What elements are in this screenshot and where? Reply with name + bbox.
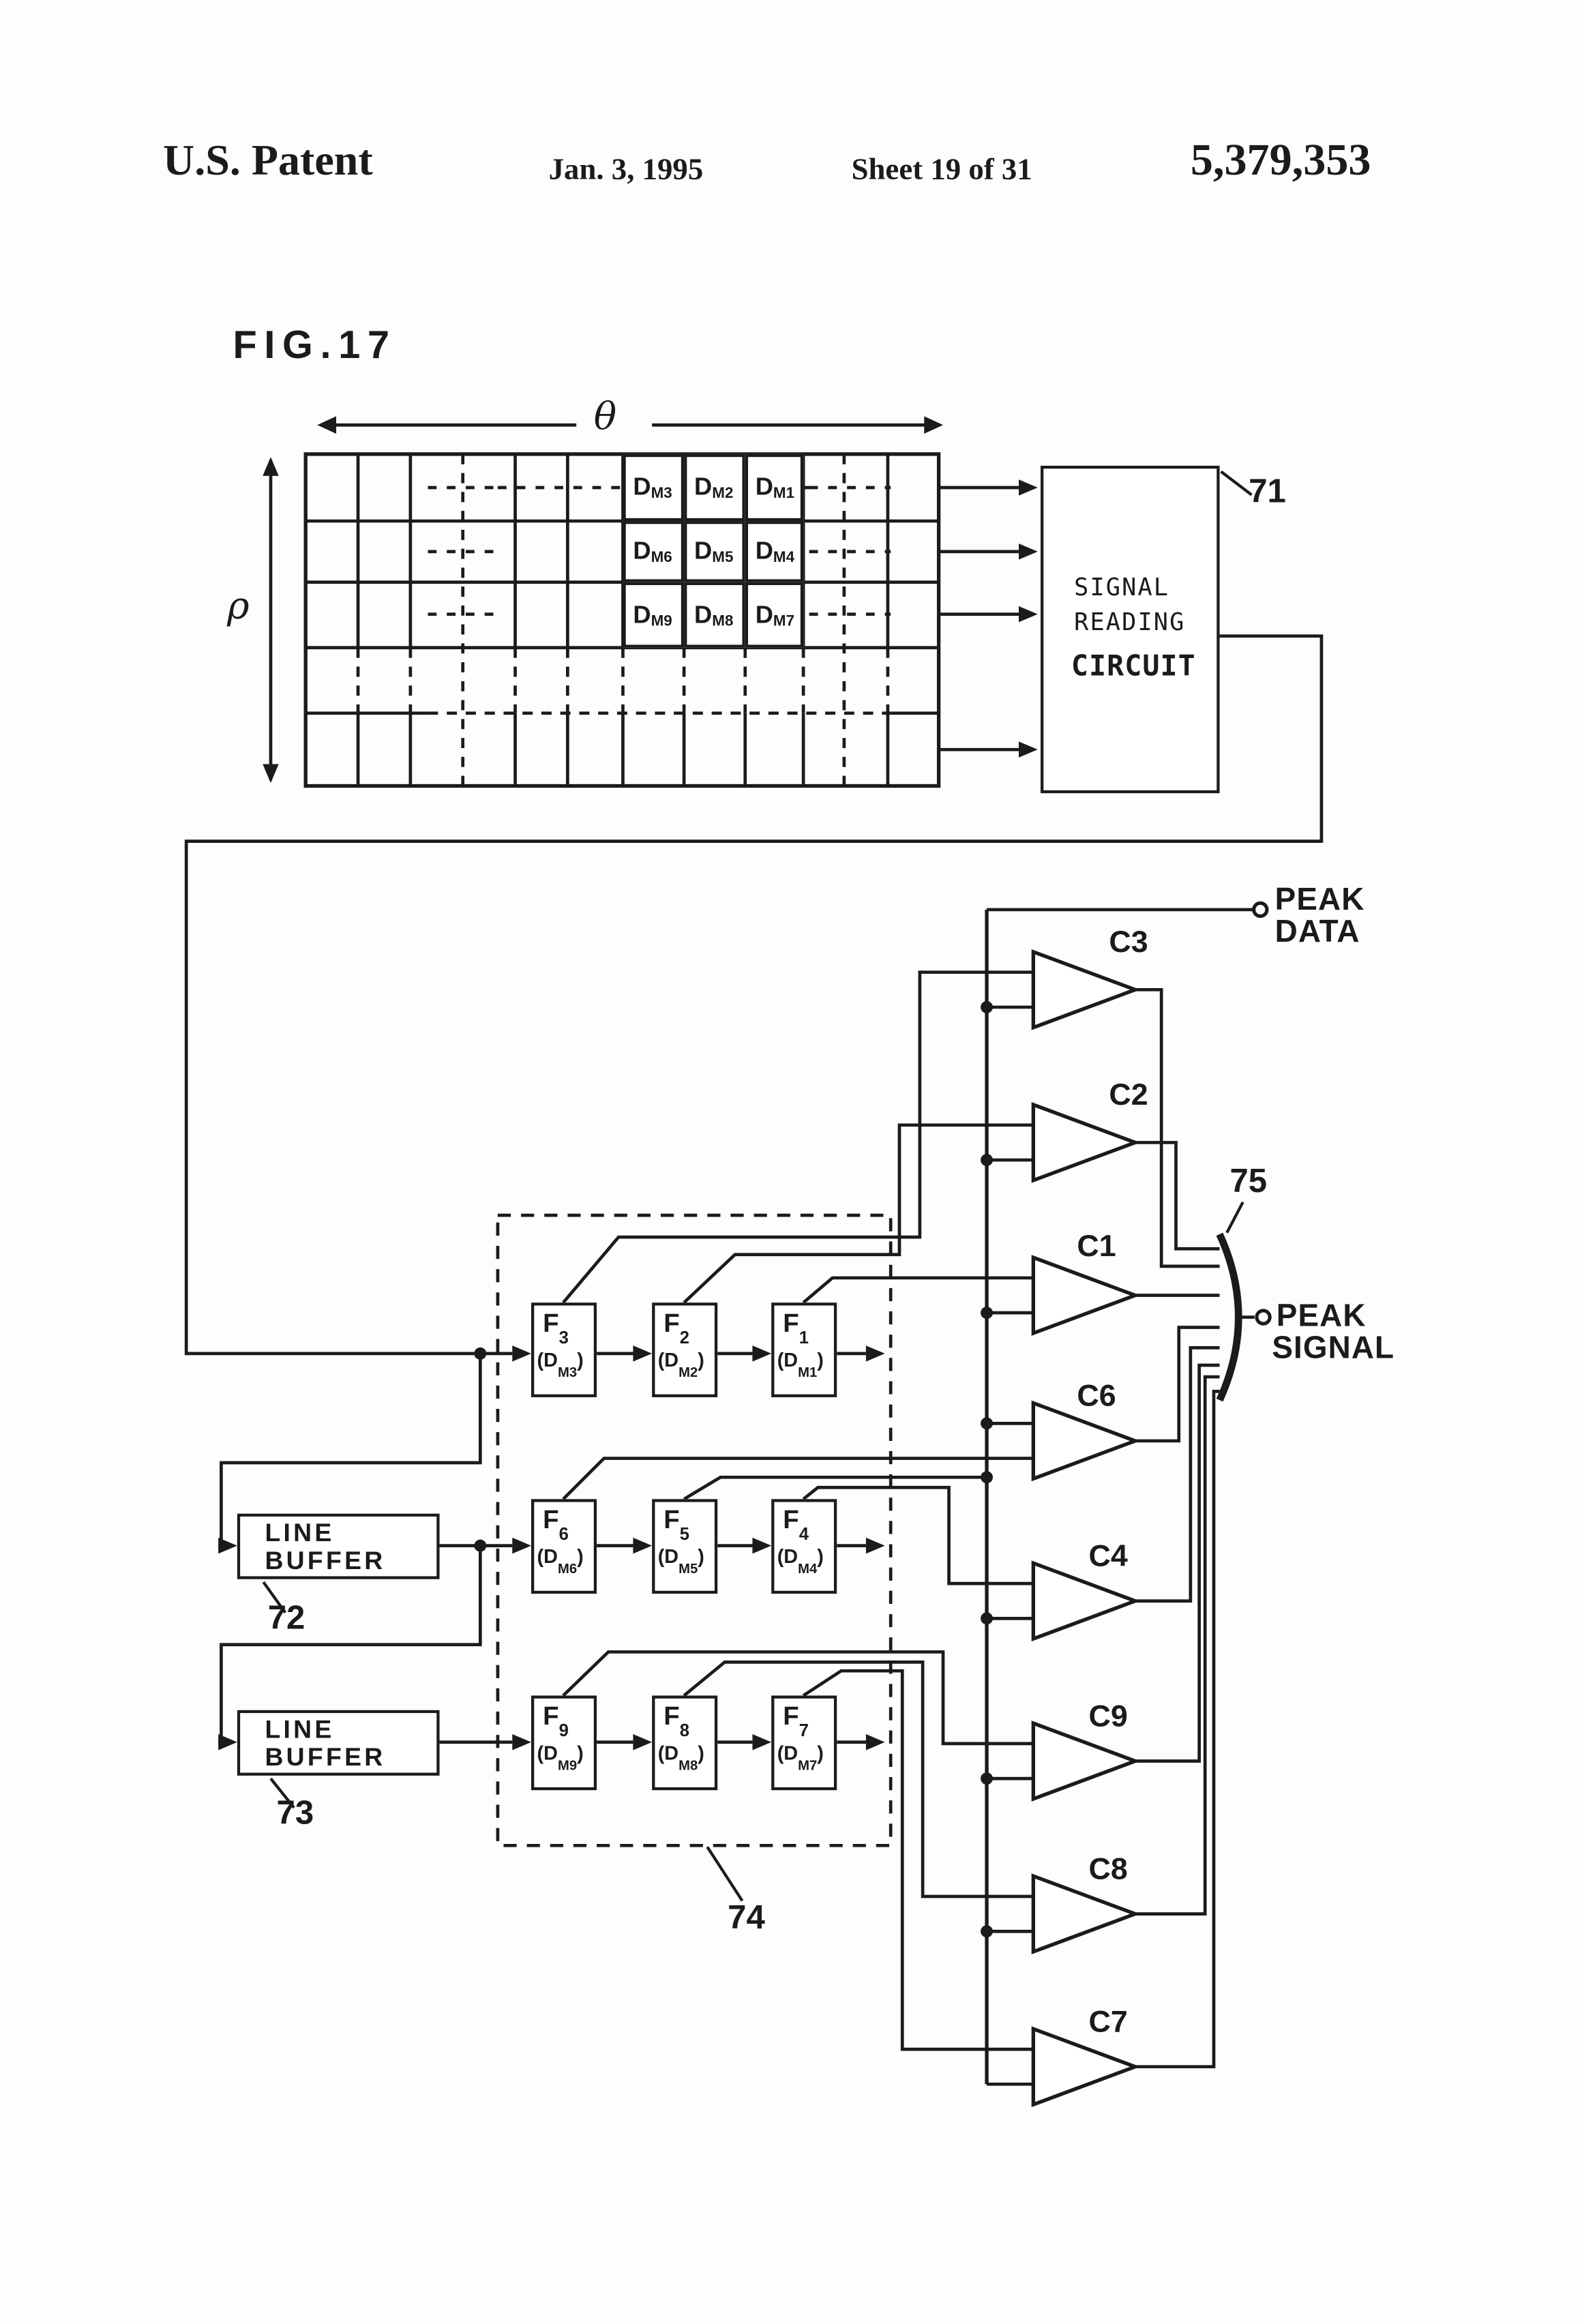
line-buffer-72-box: LINE BUFFER <box>237 1513 440 1579</box>
f-register-f4: F4 (DM4) <box>771 1499 837 1594</box>
comparator-c6-label: C6 <box>1077 1380 1116 1414</box>
peak-signal-label-2: SIGNAL <box>1272 1330 1395 1365</box>
f-register-f6: F6 (DM6) <box>531 1499 597 1594</box>
f-register-f1: F1 (DM1) <box>771 1302 837 1397</box>
comparator-c2-label: C2 <box>1109 1078 1148 1112</box>
f-register-f7: F7 (DM7) <box>771 1695 837 1791</box>
ref-75: 75 <box>1229 1161 1268 1200</box>
selector-75-bracket <box>1216 1232 1242 1402</box>
figure-label: FIG.17 <box>233 323 397 367</box>
comparator-c8-symbol <box>1031 1873 1141 1954</box>
comparator-c4-symbol <box>1031 1560 1141 1642</box>
signal-reading-circuit-box: SIGNAL READING CIRCUIT <box>1041 465 1220 794</box>
line-buffer-73-label-1: LINE <box>265 1714 335 1744</box>
peak-signal-label-1: PEAK <box>1276 1298 1367 1334</box>
comparator-c9-symbol <box>1031 1720 1141 1802</box>
neighborhood-window-dashed-box <box>496 1213 893 1847</box>
comparator-c3-symbol <box>1031 949 1141 1030</box>
f-register-f5: F5 (DM5) <box>652 1499 718 1594</box>
comparator-c7-label: C7 <box>1088 2006 1128 2040</box>
comparator-c1-label: C1 <box>1077 1230 1116 1264</box>
comparator-c2-symbol <box>1031 1102 1141 1183</box>
f-register-f3: F3 (DM3) <box>531 1302 597 1397</box>
line-buffer-73-label-2: BUFFER <box>265 1742 386 1772</box>
memory-grid-lines <box>303 452 941 788</box>
signal-reading-circuit-label-2: READING <box>1074 608 1186 636</box>
f-register-f2: F2 (DM2) <box>652 1302 718 1397</box>
ref-71: 71 <box>1249 471 1286 510</box>
peak-signal-terminal <box>1255 1309 1272 1326</box>
rho-axis-label: ρ <box>226 584 250 629</box>
comparator-c9-label: C9 <box>1088 1699 1128 1733</box>
line-buffer-72-label-2: BUFFER <box>265 1545 386 1575</box>
axis-arrows <box>269 423 926 780</box>
comparator-triangles <box>1031 949 1141 2108</box>
comparator-c7-symbol <box>1031 2026 1141 2108</box>
comparator-c8-label: C8 <box>1088 1852 1128 1887</box>
signal-reading-circuit-label-1: SIGNAL <box>1074 573 1170 601</box>
output-terminals <box>1252 901 1272 1326</box>
f-register-f9: F9 (DM9) <box>531 1695 597 1791</box>
peak-data-label-2: DATA <box>1274 914 1360 949</box>
sheet-number: Sheet 19 of 31 <box>851 151 1032 187</box>
patent-title: U.S. Patent <box>163 136 373 185</box>
comparator-c1-symbol <box>1031 1255 1141 1336</box>
comparator-c4-label: C4 <box>1088 1540 1128 1574</box>
ref-73: 73 <box>276 1793 314 1831</box>
patent-date: Jan. 3, 1995 <box>548 151 704 187</box>
comparator-c6-symbol <box>1031 1400 1141 1482</box>
ref-74: 74 <box>728 1898 765 1936</box>
ref-72: 72 <box>267 1598 305 1636</box>
line-buffer-73-box: LINE BUFFER <box>237 1710 440 1776</box>
peak-data-terminal <box>1252 901 1269 919</box>
junction-dots <box>474 1000 994 1938</box>
peak-data-label-1: PEAK <box>1274 882 1365 917</box>
line-buffer-72-label-1: LINE <box>265 1518 335 1547</box>
theta-axis-label: θ <box>593 396 617 440</box>
f-register-f8: F8 (DM8) <box>652 1695 718 1791</box>
signal-reading-circuit-label-3: CIRCUIT <box>1071 649 1196 683</box>
patent-number: 5,379,353 <box>1190 134 1371 185</box>
arrowheads <box>218 416 1038 1751</box>
comparator-c3-label: C3 <box>1109 925 1148 959</box>
